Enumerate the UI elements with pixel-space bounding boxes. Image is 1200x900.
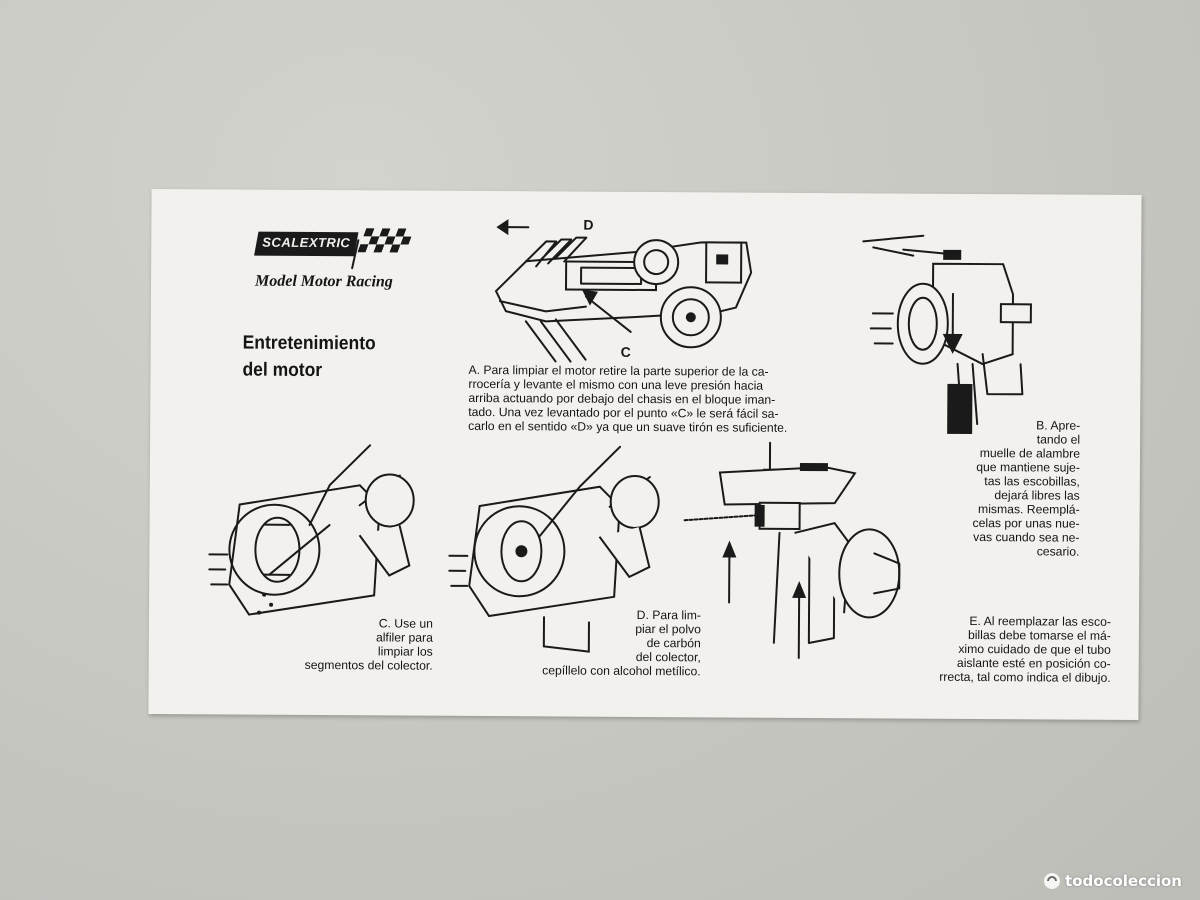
figure-b-brush-spring-illustration <box>862 234 1032 434</box>
figure-d-brush-cleaning-illustration <box>448 445 660 653</box>
step-d-line: de carbón <box>646 636 701 651</box>
step-c-line: C. Use un <box>378 616 434 631</box>
step-c-line: alfiler para <box>375 630 433 645</box>
step-b-line: tas las escobillas, <box>984 474 1080 489</box>
step-d-line: del colector, <box>635 649 701 665</box>
step-e-line: billas debe tomarse el má- <box>967 627 1111 643</box>
arrow-c-label: C <box>620 343 631 360</box>
step-a-text: A. Para limpiar el motor retire la parte… <box>468 363 833 435</box>
logo-wordmark: SCALEXTRIC <box>262 234 351 251</box>
instruction-sheet: SCALEXTRIC Model Motor Racing Entretenim… <box>148 188 1142 721</box>
figure-a-chassis-illustration <box>494 219 753 363</box>
step-d-line: D. Para lim- <box>636 607 702 623</box>
section-title: Entretenimiento del motor <box>242 330 375 385</box>
step-e-line: aislante esté en posición co- <box>956 655 1111 671</box>
step-b-line: que mantiene suje- <box>976 460 1080 475</box>
step-c-text: C. Use un alfiler para limpiar los segme… <box>197 615 433 672</box>
step-e-line: rrecta, tal como indica el dibujo. <box>939 669 1111 685</box>
figure-c-pin-cleaning-illustration <box>208 444 415 616</box>
watermark-logo-icon <box>1044 873 1061 889</box>
arrow-d-label: D <box>583 216 594 233</box>
step-d-line: piar el polvo <box>635 621 701 637</box>
checkered-flag-icon <box>351 228 412 270</box>
step-b-text: B. Apre- tando el muelle de alambre que … <box>911 418 1081 559</box>
watermark: todocoleccion <box>1043 872 1182 890</box>
step-b-line: vas cuando sea ne- <box>973 530 1080 545</box>
section-title-line-1: Entretenimiento <box>242 332 376 355</box>
step-c-line: segmentos del colector. <box>304 657 433 673</box>
section-title-line-2: del motor <box>242 359 323 382</box>
step-a-line: carlo en el sentido «D» ya que un suave … <box>468 418 788 435</box>
step-e-line: ximo cuidado de que el tubo <box>958 641 1111 657</box>
step-e-text: E. Al reemplazar las esco- billas debe t… <box>889 613 1112 685</box>
watermark-text: todocoleccion <box>1065 872 1182 890</box>
step-d-text: D. Para lim- piar el polvo de carbón del… <box>461 607 701 678</box>
step-b-line: B. Apre- <box>1036 418 1081 433</box>
step-b-line: mismas. Reemplá- <box>978 502 1080 517</box>
step-b-line: muelle de alambre <box>979 446 1081 461</box>
step-b-line: tando el <box>1036 432 1081 447</box>
step-d-line: cepíllelo con alcohol metílico. <box>542 663 701 679</box>
step-e-line: E. Al reemplazar las esco- <box>969 613 1112 629</box>
scalextric-logo: SCALEXTRIC <box>254 228 416 271</box>
step-c-line: limpiar los <box>377 644 433 659</box>
step-b-line: celas por unas nue- <box>972 516 1080 531</box>
step-b-line: dejará libres las <box>994 488 1080 503</box>
step-b-line: cesario. <box>1036 544 1080 559</box>
figure-e-brush-replacement-illustration <box>683 441 901 659</box>
tagline: Model Motor Racing <box>254 272 393 291</box>
